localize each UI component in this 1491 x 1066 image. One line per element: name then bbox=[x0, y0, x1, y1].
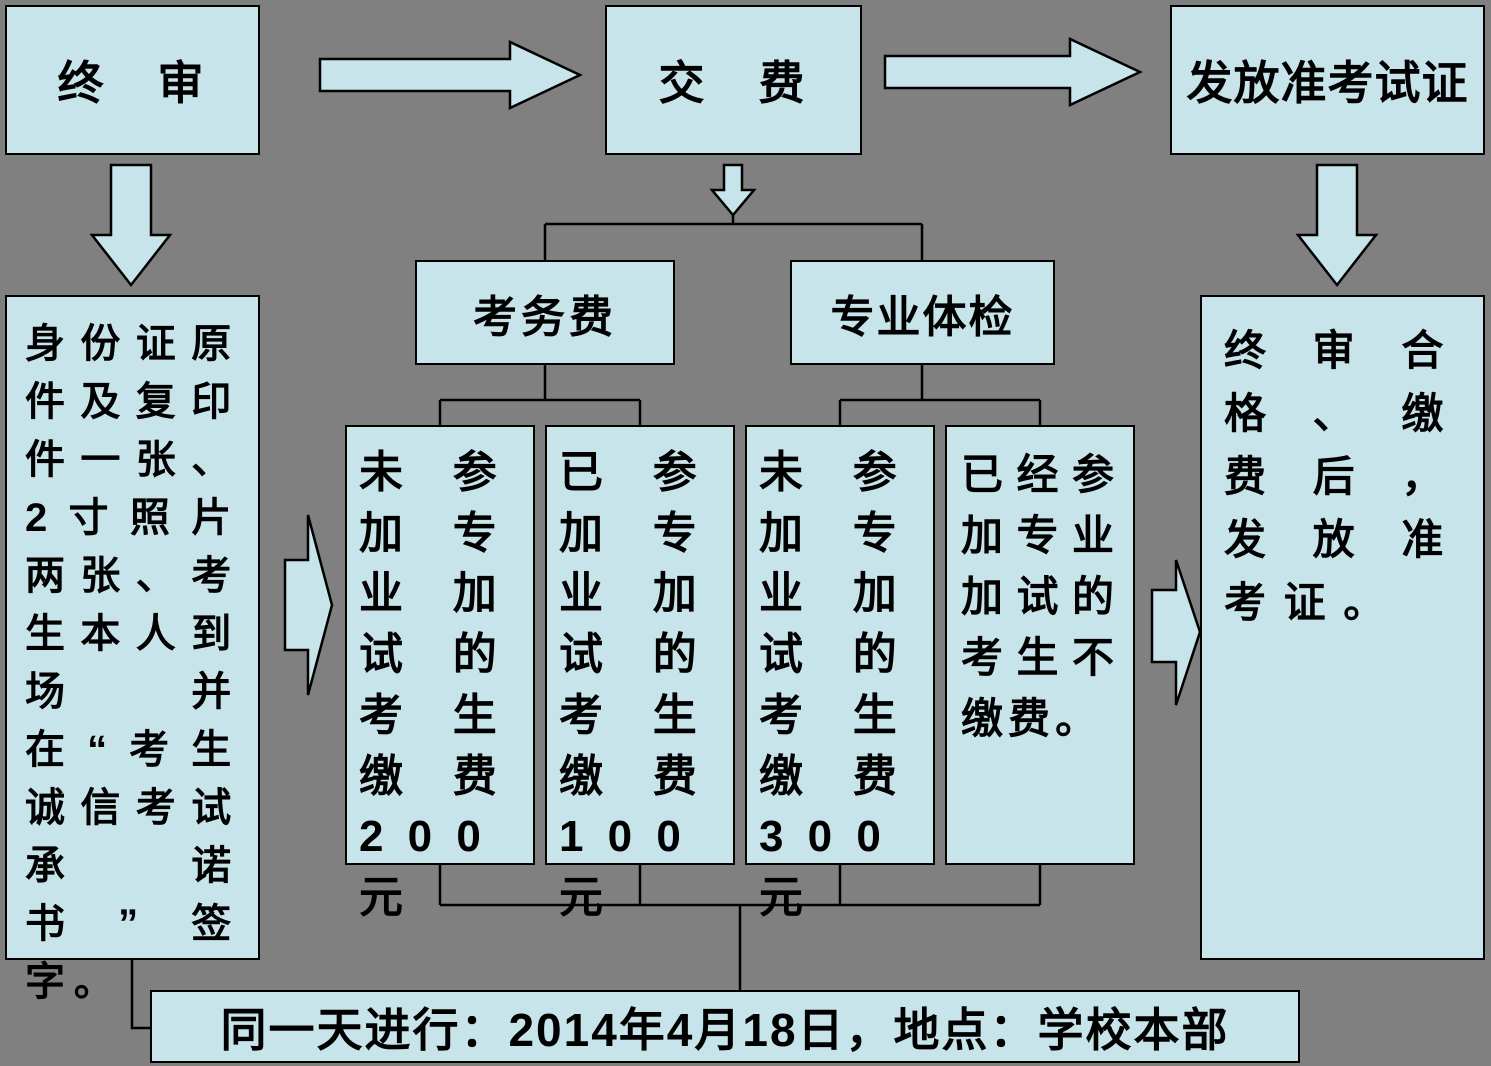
fee-item-box: 已经参加专业加试的考生不缴费。 bbox=[945, 425, 1135, 865]
arrow-right-icon bbox=[283, 514, 334, 696]
issue-ticket-label: 发放准考试证 bbox=[1186, 57, 1469, 109]
left-note-footer-connector bbox=[130, 960, 152, 1030]
payment-box: 交 费 bbox=[605, 5, 862, 155]
physical-exam-box: 专业体检 bbox=[790, 260, 1055, 365]
exam-fee-box: 考务费 bbox=[415, 260, 675, 365]
issue-ticket-box: 发放准考试证 bbox=[1170, 5, 1485, 155]
exam-fee-branch-connector bbox=[438, 365, 642, 427]
fee-item-box: 未参加专业加试的考生缴费300元 bbox=[745, 425, 935, 922]
fee-item-text: 未参加专业加试的考生缴费200元 bbox=[359, 448, 521, 923]
arrow-down-icon bbox=[1295, 163, 1379, 288]
footer-text: 同一天进行：2014年4月18日，地点：学校本部 bbox=[220, 1003, 1230, 1056]
fee-item-box: 未参加专业加试的考生缴费200元 bbox=[345, 425, 535, 922]
physical-exam-label: 专业体检 bbox=[830, 292, 1015, 342]
left-note-box: 身份证原件及复印件一张、2寸照片两张、考生本人到场并在“考生诚信考试承诺书”签字… bbox=[5, 295, 260, 1004]
left-note-text: 身份证原件及复印件一张、2寸照片两张、考生本人到场并在“考生诚信考试承诺书”签字… bbox=[25, 322, 240, 1004]
final-review-label: 终 审 bbox=[57, 57, 208, 109]
fee-item-text: 未参加专业加试的考生缴费300元 bbox=[759, 448, 921, 923]
fee-item-text: 已经参加专业加试的考生不缴费。 bbox=[961, 451, 1119, 742]
arrow-right-icon bbox=[1150, 559, 1202, 706]
footer-box: 同一天进行：2014年4月18日，地点：学校本部 bbox=[150, 990, 1300, 1063]
exam-fee-label: 考务费 bbox=[473, 292, 617, 342]
right-note-text: 终审合格、缴费后，发放准考证。 bbox=[1224, 327, 1461, 626]
arrow-right-icon bbox=[318, 40, 583, 110]
physical-exam-branch-connector bbox=[838, 365, 1042, 427]
fee-item-text: 已参加专业加试的考生缴费100元 bbox=[559, 448, 721, 923]
final-review-box: 终 审 bbox=[5, 5, 260, 155]
arrow-right-icon bbox=[883, 37, 1143, 107]
arrow-down-small-icon bbox=[709, 163, 757, 217]
payment-label: 交 费 bbox=[658, 57, 809, 109]
fee-item-box: 已参加专业加试的考生缴费100元 bbox=[545, 425, 735, 922]
payment-branch-connector bbox=[543, 213, 924, 262]
footer-collector-connector bbox=[438, 865, 1042, 990]
arrow-down-icon bbox=[89, 163, 173, 288]
right-note-box: 终审合格、缴费后，发放准考证。 bbox=[1200, 295, 1485, 960]
